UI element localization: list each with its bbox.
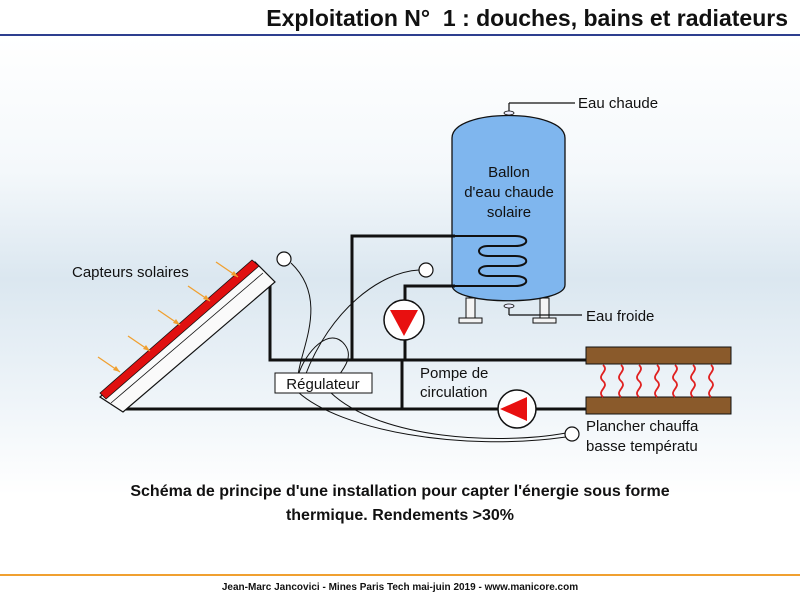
tank-legs <box>458 297 557 324</box>
sun-ray-arrowheads <box>113 271 238 372</box>
page-title: Exploitation N° 1 : douches, bains et ra… <box>266 5 788 31</box>
label-pompe-line1: Pompe de <box>420 365 488 382</box>
heat-exchanger-coil <box>455 235 528 287</box>
regulateur-box <box>274 372 373 394</box>
floor-sensor <box>564 426 580 442</box>
label-regulateur: Régulateur <box>286 376 359 393</box>
tank-top-valve <box>503 110 515 116</box>
label-capteurs-solaires: Capteurs solaires <box>72 264 189 281</box>
label-eau-froide: Eau froide <box>586 308 654 325</box>
hot-water-outlet <box>508 102 575 112</box>
heated-floor <box>585 346 732 415</box>
footer-rule <box>0 574 800 576</box>
cold-water-inlet <box>508 308 582 316</box>
collector-circuit-piping <box>124 234 586 411</box>
caption-line2: thermique. Rendements >30% <box>285 507 515 524</box>
tank-bottom-valve <box>503 303 515 309</box>
diagram-caption: Schéma de principe d'une installation po… <box>40 480 760 528</box>
label-plancher-line2: basse températu <box>586 438 698 455</box>
tank-sensor <box>418 262 434 278</box>
heat-waves <box>600 364 714 398</box>
label-pompe-line2: circulation <box>420 384 488 401</box>
label-plancher-line1: Plancher chauffa <box>586 418 699 435</box>
label-ballon-line3: solaire <box>487 204 531 221</box>
label-eau-chaude: Eau chaude <box>578 95 658 112</box>
label-ballon-line2: d'eau chaude <box>464 184 554 201</box>
footer-credit: Jean-Marc Jancovici - Mines Paris Tech m… <box>221 582 579 593</box>
collector-sensor <box>276 251 292 267</box>
caption-line1: Schéma de principe d'une installation po… <box>130 483 670 500</box>
collector-pump <box>383 299 425 341</box>
label-ballon-line1: Ballon <box>488 164 530 181</box>
floor-circulation-pump <box>497 389 537 429</box>
solar-collector <box>99 259 276 413</box>
title-rule <box>0 34 800 36</box>
